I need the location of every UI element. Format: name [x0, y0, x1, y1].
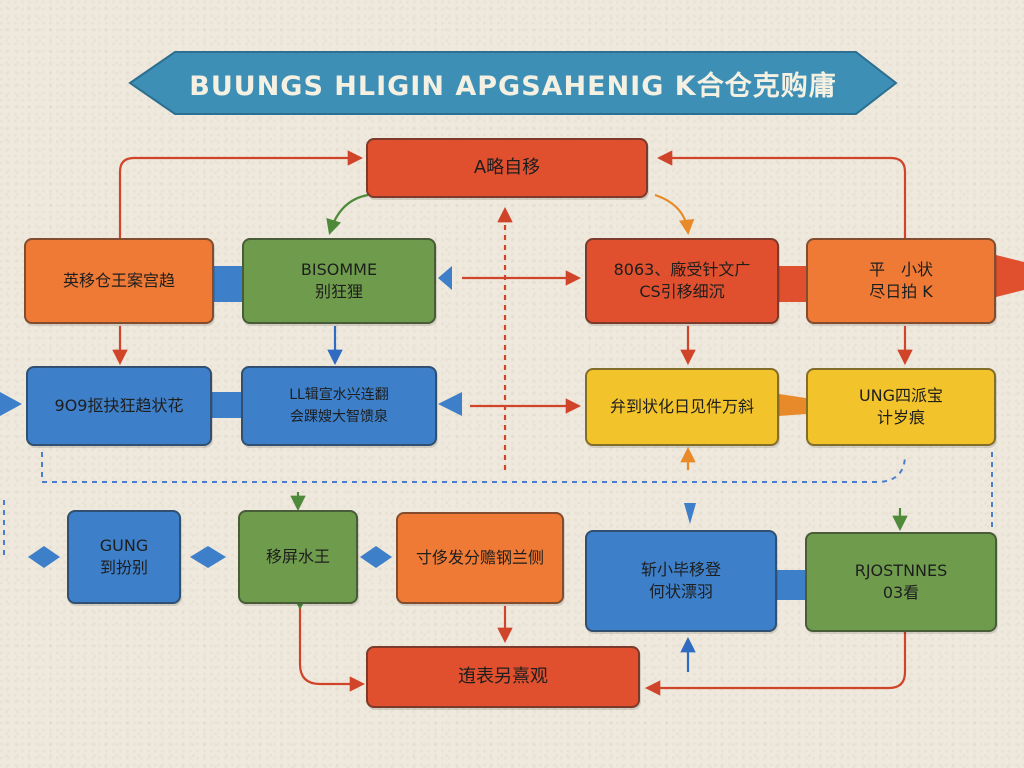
node-top[interactable]: A略自移: [366, 138, 648, 198]
title-banner: [128, 51, 898, 115]
node-top-label: A略自移: [473, 157, 541, 178]
node-r3c1-line2: 到扮别: [99, 558, 148, 577]
node-r1c2[interactable]: BΙSOMME 别狂狸: [242, 238, 436, 324]
node-r2c3[interactable]: 弁到状化日见件万斜: [585, 368, 779, 446]
node-r1c3[interactable]: 8063、廠受针文广 CS引移细沉: [585, 238, 779, 324]
node-r2c2-line1: LL辑宣水兴连翻: [289, 387, 389, 403]
node-r3c4[interactable]: 斩小毕移登 何状漂羽: [585, 530, 777, 632]
node-r1c1-label: 英移仓王案宫趋: [62, 271, 175, 290]
node-r3c2[interactable]: 移屏水王: [238, 510, 358, 604]
node-r2c4-line1: UNG四派宝: [858, 386, 944, 405]
node-r3c1-line1: GUNG: [99, 536, 149, 555]
node-r2c4[interactable]: UNG四派宝 计岁痕: [806, 368, 996, 446]
node-r3c5-line1: RJOSTNNES: [854, 561, 948, 580]
node-r3c4-line2: 何状漂羽: [648, 582, 713, 601]
node-r3c3-label: 寸侈发分赡钢兰侧: [415, 548, 544, 567]
node-r1c4-line1: 平 小状: [868, 260, 933, 279]
node-r3c5-line2: 03看: [882, 583, 920, 602]
node-r3c5[interactable]: RJOSTNNES 03看: [805, 532, 997, 632]
node-r2c3-label: 弁到状化日见件万斜: [609, 397, 754, 416]
node-r3c1[interactable]: GUNG 到扮别: [67, 510, 181, 604]
node-r2c4-line2: 计岁痕: [876, 408, 925, 427]
node-r1c2-line2: 别狂狸: [314, 282, 363, 301]
node-bottom-label: 迶表另熹观: [458, 666, 548, 687]
node-r3c4-line1: 斩小毕移登: [640, 560, 721, 579]
node-r1c3-line1: 8063、廠受针文广: [613, 260, 751, 279]
node-r2c2[interactable]: LL辑宣水兴连翻 会踝嫂大智馈泉: [241, 366, 437, 446]
node-r3c2-label: 移屏水王: [265, 547, 330, 566]
node-bottom[interactable]: 迶表另熹观: [366, 646, 640, 708]
node-r2c1-label: 9O9抠抉狂趋状花: [54, 396, 184, 415]
node-r3c3[interactable]: 寸侈发分赡钢兰侧: [396, 512, 564, 604]
node-r1c1[interactable]: 英移仓王案宫趋: [24, 238, 214, 324]
node-r2c1[interactable]: 9O9抠抉狂趋状花: [26, 366, 212, 446]
node-r2c2-line2: 会踝嫂大智馈泉: [290, 409, 388, 425]
diagram-title: BUUNGS HLIGIN APGSAHENIG K合仓克购庸: [189, 70, 837, 102]
node-r1c4-line2: 尽日拍 K: [869, 282, 933, 301]
node-r1c4[interactable]: 平 小状 尽日拍 K: [806, 238, 996, 324]
node-r1c3-line2: CS引移细沉: [639, 282, 725, 301]
node-r1c2-line1: BΙSOMME: [300, 260, 378, 279]
